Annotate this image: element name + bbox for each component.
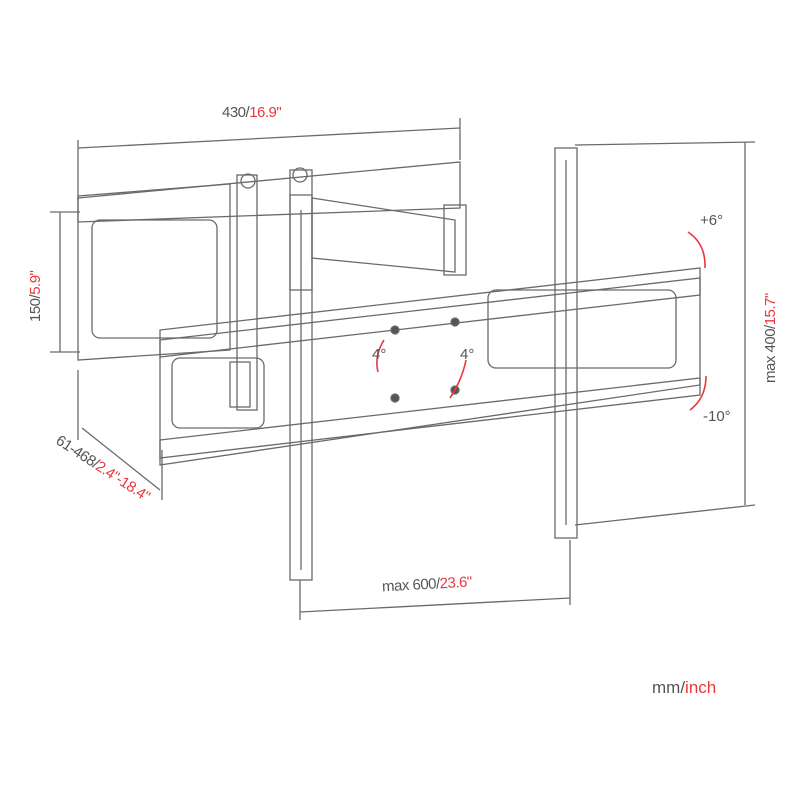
vertical-bracket-right [554, 147, 578, 539]
dim-wall-plate-height [50, 211, 80, 353]
dim-vesa-height [574, 141, 756, 526]
swing-arms [229, 167, 467, 411]
angle-swivel-left: 4° [372, 346, 387, 363]
vertical-bracket-left [289, 194, 313, 581]
wall-plate [77, 161, 461, 361]
label-wall-plate-height: 150/5.9" [27, 270, 44, 322]
tv-plate [159, 267, 701, 466]
angle-swivel-right: 4° [460, 346, 475, 363]
angle-tilt-up: +6° [700, 212, 724, 229]
label-arm-width: 430/16.9" [222, 104, 282, 121]
angle-arrows [376, 231, 707, 411]
dim-arm-width [77, 118, 461, 200]
units-legend: mm/inch [652, 678, 717, 697]
dim-vesa-width [299, 540, 571, 620]
label-vesa-height: max 400/15.7" [762, 293, 779, 383]
angle-tilt-down: -10° [703, 408, 731, 425]
